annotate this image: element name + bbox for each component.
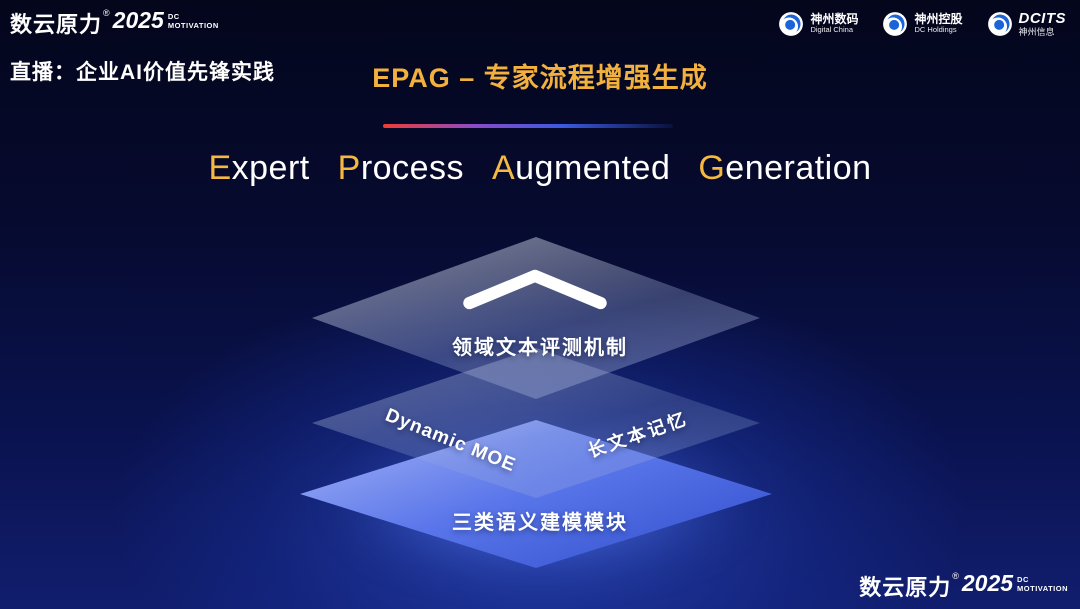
- subtitle-word: Process: [338, 149, 464, 188]
- brand-tag-line1: DC: [1017, 575, 1029, 584]
- subtitle-rest: rocess: [360, 149, 464, 187]
- subtitle-initial: A: [491, 149, 516, 187]
- brand-tag-line2: MOTIVATION: [1017, 584, 1068, 593]
- partner-logo-dc-holdings: 神州控股 DC Holdings: [882, 11, 963, 37]
- chevron-up-icon: [463, 269, 607, 310]
- registered-mark: ®: [103, 8, 110, 18]
- partner-name: 神州数码: [810, 11, 859, 26]
- partner-name: DCITS: [1018, 10, 1066, 27]
- subtitle-initial: P: [337, 149, 361, 187]
- swirl-logo-icon: [987, 11, 1012, 36]
- partner-logo-dcits: DCITS 神州信息: [987, 10, 1067, 38]
- partner-logos: 神州数码 Digital China 神州控股 DC Holdings DC: [778, 10, 1066, 38]
- brand-name: 数云原力: [10, 12, 103, 37]
- partner-logo-text: 神州数码 Digital China: [810, 11, 859, 35]
- brand-logo-bottom-right: 数云原力 ® 2025 DC MOTIVATION: [859, 570, 1068, 602]
- top-layer-label: 领域文本评测机制: [452, 337, 628, 359]
- subtitle: Expert Process Augmented Generation: [0, 149, 1080, 188]
- subtitle-rest: xpert: [231, 149, 310, 187]
- partner-subname: Digital China: [810, 25, 853, 35]
- brand-year: 2025: [112, 7, 164, 33]
- partner-name: 神州控股: [914, 11, 963, 26]
- brand-tag-line2: MOTIVATION: [167, 21, 219, 30]
- swirl-logo-icon: [779, 11, 804, 36]
- partner-logo-text: DCITS 神州信息: [1019, 10, 1067, 38]
- partner-logo-digital-china: 神州数码 Digital China: [778, 11, 858, 37]
- partner-subname: DC Holdings: [914, 25, 957, 35]
- brand-tagline: DC MOTIVATION: [1017, 575, 1068, 593]
- subtitle-word: Augmented: [492, 149, 670, 188]
- subtitle-initial: G: [698, 149, 726, 187]
- page-title: EPAG – 专家流程增强生成: [372, 63, 708, 93]
- subtitle-word: Expert: [208, 149, 309, 188]
- brand-logo-top-left: 数云原力 ® 2025 DC MOTIVATION: [10, 7, 219, 39]
- subtitle-word: Generation: [698, 149, 871, 188]
- brand-tagline: DC MOTIVATION: [168, 12, 219, 30]
- brand-year: 2025: [961, 570, 1014, 596]
- subtitle-rest: eneration: [725, 149, 872, 187]
- live-caption: 直播：企业AI价值先锋实践: [10, 61, 275, 84]
- partner-logo-text: 神州控股 DC Holdings: [914, 11, 963, 35]
- title-underline: [383, 124, 673, 128]
- subtitle-initial: E: [208, 149, 232, 187]
- brand-name: 数云原力: [859, 575, 952, 600]
- partner-subname: 神州信息: [1018, 27, 1055, 38]
- registered-mark: ®: [952, 571, 959, 581]
- brand-tag-line1: DC: [167, 12, 180, 21]
- swirl-logo-icon: [883, 11, 908, 36]
- bottom-layer-label: 三类语义建模模块: [452, 512, 628, 534]
- subtitle-rest: ugmented: [515, 149, 671, 187]
- top-layer-diamond: [312, 237, 760, 399]
